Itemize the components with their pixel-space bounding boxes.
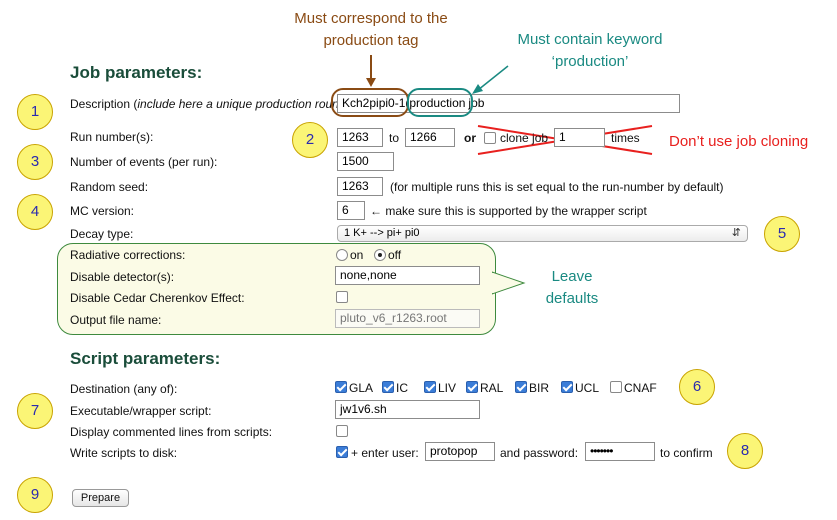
keyword-highlight [407,88,473,117]
display-commented-checkbox[interactable] [336,425,348,437]
description-label-text: Description ( [70,97,138,111]
job-parameters-title: Job parameters: [70,63,203,82]
radiative-off-radio[interactable] [374,249,386,261]
output-file-input[interactable]: pluto_v6_r1263.root [335,309,480,328]
disable-cedar-label: Disable Cedar Cherenkov Effect: [70,291,245,305]
marker-1: 1 [17,94,53,130]
run-from-input[interactable]: 1263 [337,128,383,147]
site-cnaf-checkbox[interactable] [610,381,622,393]
write-scripts-label: Write scripts to disk: [70,446,178,460]
script-parameters-title: Script parameters: [70,349,221,368]
marker-7: 7 [17,393,53,429]
user-input[interactable]: protopop [425,442,495,461]
annotation-keyword: Must contain keyword ‘production’ [517,31,663,70]
annotation-production-tag: Must correspond to the production tag [294,10,448,49]
teal-arrow-line [477,65,509,91]
password-label: and password: [500,446,579,460]
clone-job-label: clone job [500,131,549,145]
confirm-label: to confirm [660,446,713,460]
site-liv-label: LIV [438,381,457,395]
clone-times-input[interactable]: 1 [554,128,605,147]
write-scripts-checkbox[interactable] [336,446,348,458]
destination-sites: GLA IC LIV RAL BIR UCL CNAF [335,380,675,396]
seed-label: Random seed: [70,180,149,194]
mc-version-label: MC version: [70,204,135,218]
mc-version-note: ← make sure this is supported by the wra… [370,204,647,218]
marker-3: 3 [17,144,53,180]
events-label: Number of events (per run): [70,155,218,169]
output-file-label: Output file name: [70,313,162,327]
marker-2: 2 [292,122,328,158]
teal-arrow-head [472,84,483,94]
disable-detectors-label: Disable detector(s): [70,270,175,284]
events-input[interactable]: 1500 [337,152,394,171]
seed-input[interactable]: 1263 [337,177,383,196]
marker-5: 5 [764,216,800,252]
annotation-no-cloning: Don’t use job cloning [669,133,809,150]
executable-input[interactable]: jw1v6.sh [335,400,480,419]
updown-arrow-icon: ⇵ [731,227,741,239]
decay-type-label: Decay type: [70,227,134,241]
radiative-on-label: on [350,248,364,262]
site-gla-checkbox[interactable] [335,381,347,393]
run-numbers-label: Run number(s): [70,130,154,144]
mc-version-input[interactable]: 6 [337,201,365,220]
display-commented-label: Display commented lines from scripts: [70,425,273,439]
site-ucl-checkbox[interactable] [561,381,573,393]
description-prefix: Kch2pipi0-1( [342,96,410,110]
site-bir-checkbox[interactable] [515,381,527,393]
clone-job-checkbox[interactable] [484,132,496,144]
executable-label: Executable/wrapper script: [70,404,212,418]
disable-detectors-input[interactable]: none,none [335,266,480,285]
annotation-leave-defaults: Leave defaults [545,268,599,307]
radiative-off-label: off [388,248,402,262]
marker-9: 9 [17,477,53,513]
site-liv-checkbox[interactable] [424,381,436,393]
decay-type-select[interactable]: 1 K+ --> pi+ pi0 ⇵ [337,225,748,242]
run-to-label: to [389,131,400,145]
defaults-box-pointer [492,271,526,295]
site-ucl-label: UCL [575,381,600,395]
site-ic-checkbox[interactable] [382,381,394,393]
marker-8: 8 [727,433,763,469]
user-label: + enter user: [351,446,419,460]
clone-times-label: times [611,131,640,145]
marker-4: 4 [17,194,53,230]
prepare-button[interactable]: Prepare [72,489,129,507]
run-or-label: or [464,131,476,145]
site-gla-label: GLA [349,381,374,395]
site-ral-checkbox[interactable] [466,381,478,393]
site-ral-label: RAL [480,381,504,395]
decay-type-value: 1 K+ --> pi+ pi0 [344,227,420,239]
seed-note: (for multiple runs this is set equal to … [390,180,724,194]
disable-cedar-checkbox[interactable] [336,291,348,303]
brown-arrow-head [366,78,376,87]
run-to-input[interactable]: 1266 [405,128,455,147]
site-cnaf-label: CNAF [624,381,657,395]
site-bir-label: BIR [529,381,550,395]
description-hint: include here a unique production round i… [137,97,395,111]
destination-label: Destination (any of): [70,382,178,396]
radiative-label: Radiative corrections: [70,248,186,262]
production-tag-highlight [331,88,409,117]
marker-6: 6 [679,369,715,405]
radiative-on-radio[interactable] [336,249,348,261]
description-keyword: production [409,96,466,110]
password-input[interactable]: ••••••• [585,442,655,461]
site-ic-label: IC [396,381,408,395]
